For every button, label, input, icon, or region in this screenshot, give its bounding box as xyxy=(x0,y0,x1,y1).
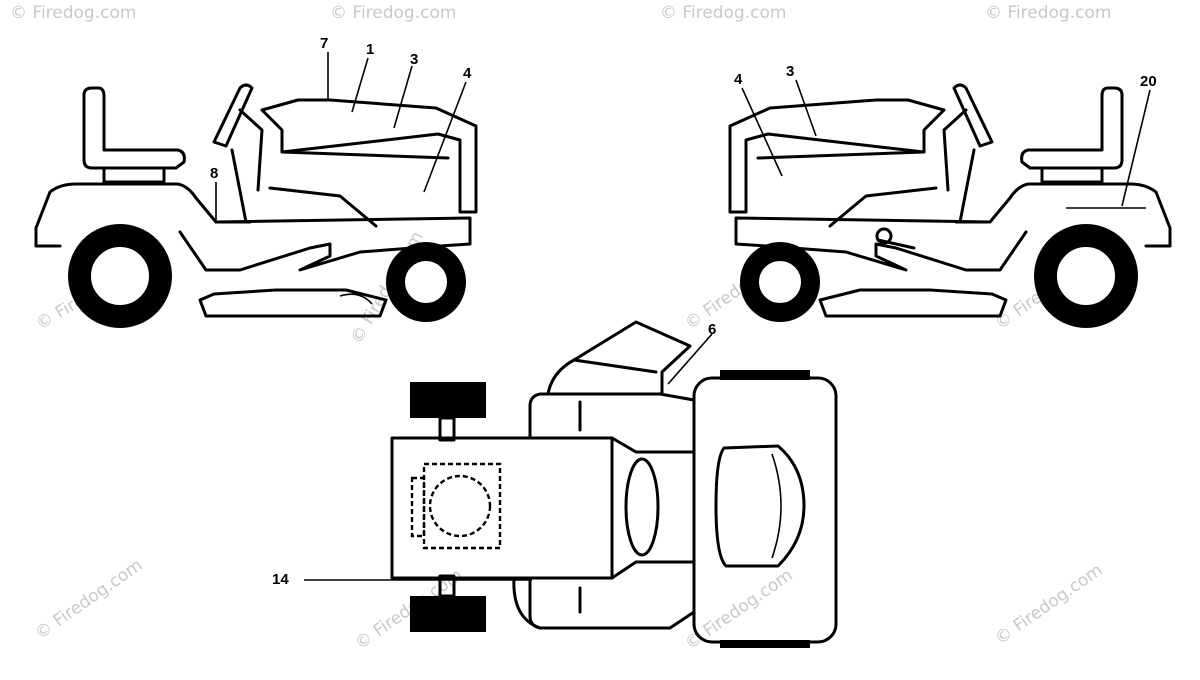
steering-column xyxy=(238,108,264,192)
seat xyxy=(82,86,186,170)
fender-edge xyxy=(1144,226,1172,248)
side-panel xyxy=(268,186,378,228)
lift-lever-knob xyxy=(875,227,893,245)
callout-label: 7 xyxy=(320,35,328,52)
leader-3-right xyxy=(795,79,817,137)
tractor-right-view xyxy=(728,83,1172,328)
rear-fender xyxy=(34,182,252,230)
watermark: © Firedog.com xyxy=(991,560,1106,649)
frame xyxy=(178,216,472,272)
side-panel xyxy=(828,186,938,228)
rear-wheel-top xyxy=(410,382,486,418)
right-view-callouts: 4 3 20 xyxy=(734,63,1157,207)
discharge-chute xyxy=(546,320,692,396)
steering-wheel xyxy=(952,83,994,148)
mower-deck xyxy=(818,288,1008,318)
hood xyxy=(728,98,946,214)
leader-3 xyxy=(393,65,413,129)
axle-bottom xyxy=(438,574,456,598)
callout-label: 4 xyxy=(734,71,743,88)
callout-label: 1 xyxy=(366,41,374,58)
battery-terminal xyxy=(410,476,426,538)
leader-4 xyxy=(423,81,467,193)
callout-label: 8 xyxy=(210,165,218,182)
watermark: © Firedog.com xyxy=(985,3,1111,23)
watermark-layer: © Firedog.com © Firedog.com © Firedog.co… xyxy=(10,3,1111,654)
leader-6 xyxy=(667,333,713,385)
leader-1 xyxy=(351,57,369,113)
watermark: © Firedog.com xyxy=(31,555,146,644)
rear-fender xyxy=(954,182,1172,230)
front-bumper-bottom xyxy=(720,640,810,648)
dash-panel xyxy=(958,148,976,224)
steering-hub xyxy=(624,457,660,557)
chute-edge xyxy=(572,358,658,374)
hood-line xyxy=(756,150,926,160)
deck-edge xyxy=(512,576,542,630)
leader-20 xyxy=(1121,89,1151,207)
frame-rail-bottom xyxy=(610,560,696,580)
steering-wheel xyxy=(212,83,254,148)
rear-body xyxy=(390,436,614,580)
tractor-left-view: 7 1 3 4 8 xyxy=(34,35,478,328)
seat-base xyxy=(1040,166,1104,184)
leader-4-right xyxy=(741,87,783,177)
mower-deck xyxy=(198,288,388,318)
tractor-top-view: 6 14 xyxy=(272,320,838,648)
callout-label: 14 xyxy=(272,571,289,588)
fuel-cap-outline xyxy=(428,474,492,538)
lift-lever xyxy=(876,238,916,250)
steering-column xyxy=(942,108,968,192)
seat xyxy=(1020,86,1124,170)
callout-label: 3 xyxy=(786,63,794,80)
callout-label: 3 xyxy=(410,51,418,68)
watermark: © Firedog.com xyxy=(660,3,786,23)
watermark: © Firedog.com xyxy=(330,3,456,23)
hood-crease xyxy=(771,453,782,559)
hood-line xyxy=(280,150,450,160)
dash-panel xyxy=(230,148,248,224)
headlight-bulge xyxy=(714,444,806,568)
axle-top xyxy=(438,416,456,442)
frame-rail-top xyxy=(610,436,696,454)
fender-edge xyxy=(34,226,62,248)
callout-label: 4 xyxy=(463,65,472,82)
callout-label: 20 xyxy=(1140,73,1157,90)
deck-chute xyxy=(339,293,373,305)
front-bumper-top xyxy=(720,370,810,380)
rear-wheel-bottom xyxy=(410,596,486,632)
hood xyxy=(260,98,478,214)
seat-base xyxy=(102,166,166,184)
frame xyxy=(734,216,1028,272)
callout-label: 6 xyxy=(708,321,716,338)
watermark: © Firedog.com xyxy=(10,3,136,23)
